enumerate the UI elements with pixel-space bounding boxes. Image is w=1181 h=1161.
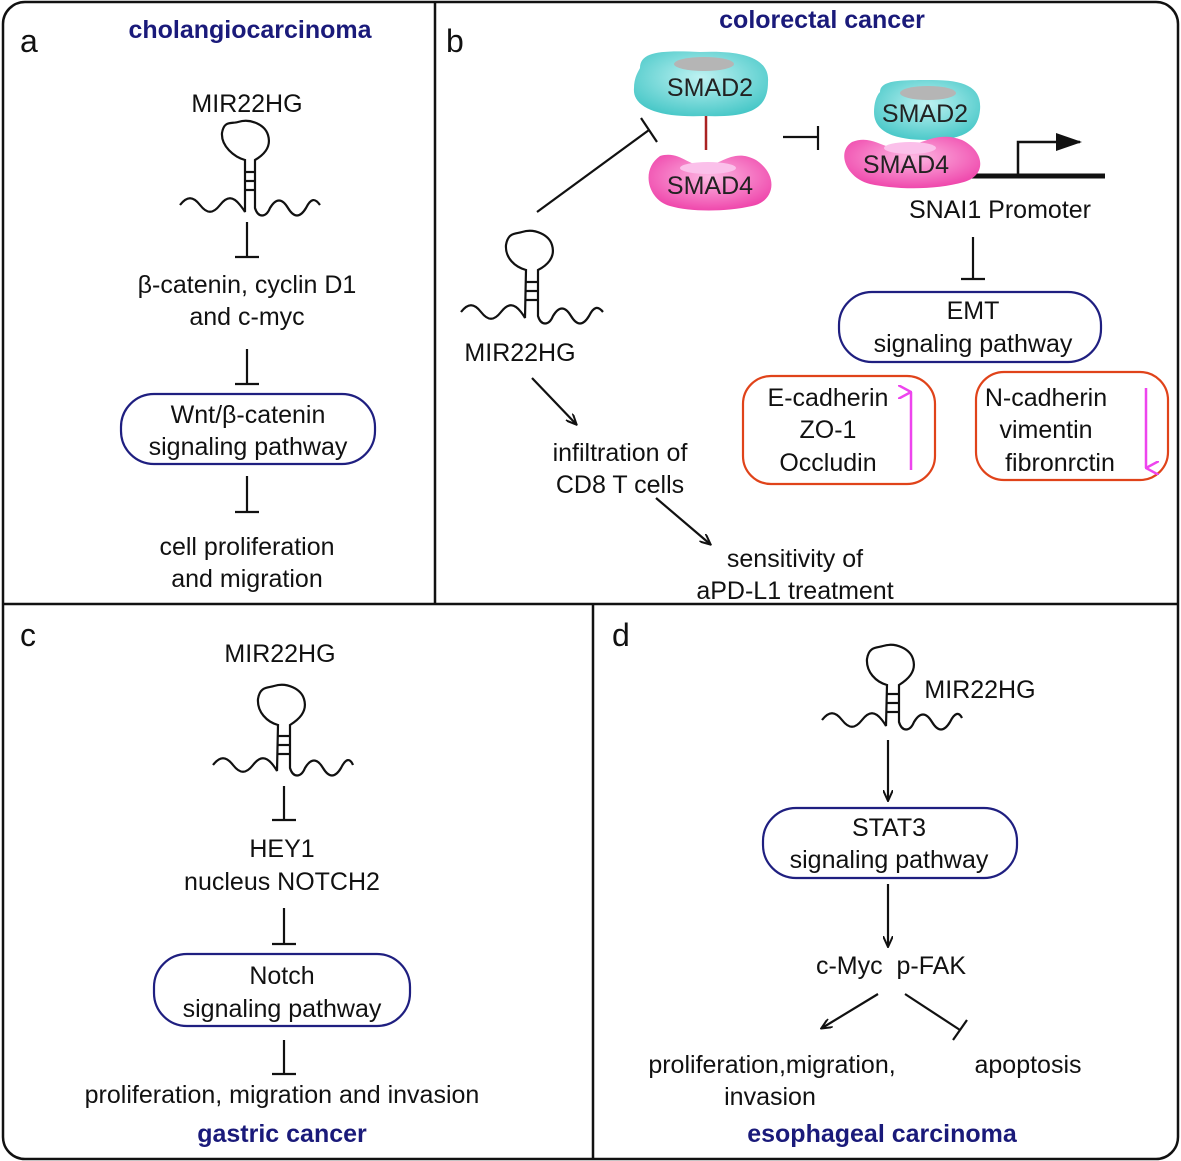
panel-c-pathway-line1: Notch xyxy=(249,962,314,990)
smad2-label: SMAD2 xyxy=(667,74,753,102)
panel-c-rna-label: MIR22HG xyxy=(224,640,335,668)
panel-a-inhibit-3 xyxy=(235,476,259,514)
panel-d: d MIR22HG STAT3 signaling pathway c-Myc … xyxy=(612,617,1082,1148)
panel-d-letter: d xyxy=(612,617,630,653)
panel-a-pathway-line2: signaling pathway xyxy=(149,433,348,461)
panel-b-rna-label: MIR22HG xyxy=(464,339,575,367)
panel-c-title: gastric cancer xyxy=(197,1120,367,1148)
panel-c-outcome: proliferation, migration and invasion xyxy=(85,1081,480,1109)
panel-a-pathway-line1: Wnt/β-catenin xyxy=(171,401,326,429)
panel-a-outcome-line2: and migration xyxy=(171,565,322,593)
infiltration-to-sensitivity-arrow xyxy=(655,497,710,544)
panel-c-target-line2: nucleus NOTCH2 xyxy=(184,868,380,896)
emt-pathway-box xyxy=(837,290,1103,364)
mir-to-smad-inhibit xyxy=(536,117,658,213)
smad2-bound-label: SMAD2 xyxy=(882,100,968,128)
panel-a-hairpin-icon xyxy=(179,119,321,217)
up-markers-box xyxy=(741,374,937,486)
panel-c-inhibit-2 xyxy=(272,908,296,946)
infiltration-line2: CD8 T cells xyxy=(556,471,684,499)
panel-d-pathway-line2: signaling pathway xyxy=(790,846,989,874)
panel-b: b colorectal cancer SMAD2 SMAD4 SMAD2 xyxy=(446,6,1170,605)
smad4-bound-label: SMAD4 xyxy=(863,151,949,179)
panel-b-title: colorectal cancer xyxy=(719,6,925,34)
panel-a-rna-label: MIR22HG xyxy=(191,90,302,118)
smad4-protein-icon xyxy=(648,154,772,211)
panel-c-letter: c xyxy=(20,617,36,653)
smad4-bound-protein-icon xyxy=(844,136,981,189)
panel-a-letter: a xyxy=(20,23,38,59)
panel-a-pathway-box xyxy=(119,392,377,466)
sensitivity-line1: sensitivity of xyxy=(727,545,863,573)
panel-a-outcome-line1: cell proliferation xyxy=(159,533,334,561)
panel-a-title: cholangiocarcinoma xyxy=(128,16,372,44)
down-markers-box xyxy=(974,370,1170,482)
panel-d-hairpin-icon xyxy=(821,643,963,731)
smad2-protein-icon xyxy=(633,51,769,117)
panel-d-inhibit xyxy=(904,993,968,1041)
promoter-label: SNAI1 Promoter xyxy=(909,196,1091,224)
panel-b-hairpin-icon xyxy=(460,229,604,325)
panel-c: c MIR22HG HEY1 nucleus NOTCH2 Notch sign… xyxy=(20,617,479,1148)
panel-d-rna-label: MIR22HG xyxy=(924,676,1035,704)
up-marker-1: E-cadherin xyxy=(768,384,889,412)
smad4-label: SMAD4 xyxy=(667,172,753,200)
panel-a-target-line2: and c-myc xyxy=(189,303,304,331)
notch-pathway-box xyxy=(152,952,412,1028)
panel-d-outcome-left-line2: invasion xyxy=(724,1083,816,1111)
panel-a-inhibit-2 xyxy=(235,349,259,386)
panel-d-title: esophageal carcinoma xyxy=(747,1120,1018,1148)
stat3-pathway-box xyxy=(761,806,1019,880)
panel-c-hairpin-icon xyxy=(212,683,355,777)
mir-to-infiltration-arrow xyxy=(531,377,576,424)
infiltration-line1: infiltration of xyxy=(553,439,688,467)
down-marker-1: N-cadherin xyxy=(985,384,1107,412)
panel-c-target-line1: HEY1 xyxy=(249,835,314,863)
panel-b-letter: b xyxy=(446,23,464,59)
up-marker-3: Occludin xyxy=(779,449,876,477)
smad-to-promoter-inhibit xyxy=(783,126,820,150)
panel-d-pathway-line1: STAT3 xyxy=(852,814,926,842)
panel-a: a cholangiocarcinoma MIR22HG β-catenin, … xyxy=(20,16,377,593)
panel-d-arrow-3 xyxy=(822,993,879,1028)
panel-a-inhibit-1 xyxy=(235,222,259,259)
transcription-start-arrow xyxy=(1016,133,1082,176)
panel-d-outcome-left-line1: proliferation,migration, xyxy=(648,1051,895,1079)
up-marker-2: ZO-1 xyxy=(800,416,857,444)
panel-a-target-line1: β-catenin, cyclin D1 xyxy=(138,271,357,299)
panel-c-inhibit-3 xyxy=(272,1040,296,1076)
sensitivity-line2: aPD-L1 treatment xyxy=(696,577,893,605)
down-marker-2: vimentin xyxy=(999,416,1092,444)
panel-c-inhibit-1 xyxy=(272,786,296,822)
promoter-to-emt-inhibit xyxy=(961,237,985,281)
smad2-bound-protein-icon xyxy=(874,80,981,140)
panel-d-targets: c-Myc p-FAK xyxy=(816,952,966,980)
panel-d-outcome-right: apoptosis xyxy=(974,1051,1081,1079)
emt-line2: signaling pathway xyxy=(874,330,1073,358)
panel-c-pathway-line2: signaling pathway xyxy=(183,995,382,1023)
down-marker-3: fibronrctin xyxy=(1005,449,1115,477)
emt-line1: EMT xyxy=(947,297,1000,325)
